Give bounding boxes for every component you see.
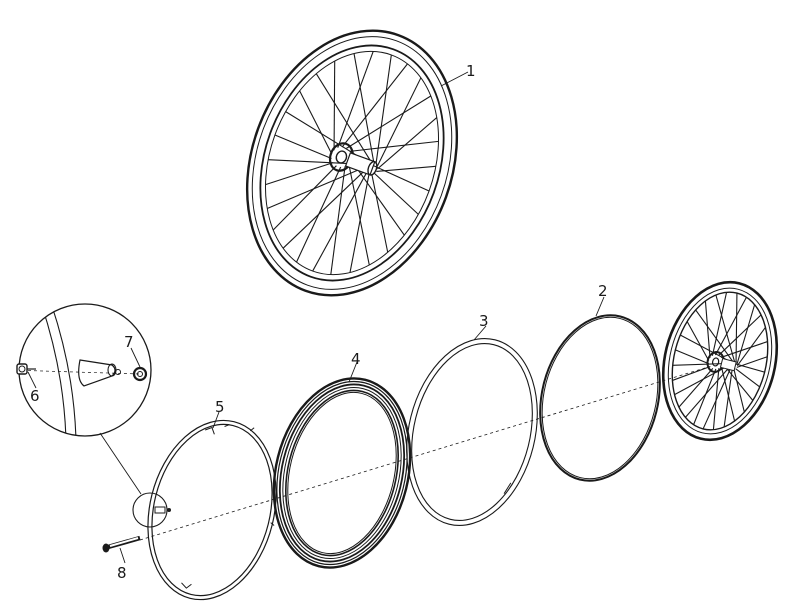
leader-8	[119, 547, 126, 564]
valve-nut-part-6	[16, 363, 36, 375]
callout-2: 2	[598, 282, 608, 300]
spoke	[693, 368, 717, 425]
rim-ring-with-clips	[147, 419, 277, 601]
spoke	[714, 296, 747, 356]
rim-tape-ring	[539, 314, 661, 482]
spoke	[711, 292, 728, 356]
leader-4	[348, 361, 358, 383]
callout-1: 1	[466, 62, 476, 80]
callout-3: 3	[479, 312, 489, 330]
inner-tube-ring	[406, 338, 538, 526]
spoke	[684, 366, 731, 418]
callout-4: 4	[351, 350, 361, 368]
leader-3	[473, 325, 487, 341]
callout-labels: 1 2 3 4 5 6 7 8	[30, 62, 608, 582]
leader-1	[440, 71, 469, 87]
valve-detail-inset	[16, 303, 152, 437]
spoke	[723, 369, 733, 428]
spoke	[377, 117, 438, 170]
spoke	[312, 171, 368, 272]
rear-wheel-rim-assembly	[661, 280, 779, 442]
spoke	[265, 162, 334, 186]
spoke	[735, 368, 761, 388]
spoke	[341, 63, 408, 148]
valve-cap-part-7	[132, 366, 148, 382]
callout-6: 6	[30, 387, 40, 405]
axle-bolt	[102, 535, 141, 553]
leader-7	[130, 347, 141, 368]
spoke	[736, 304, 756, 365]
spoke	[375, 54, 392, 165]
wheel-spokes	[265, 51, 439, 275]
spoke	[718, 314, 762, 356]
callout-7: 7	[124, 333, 134, 351]
spoke	[735, 293, 738, 363]
spoke	[675, 349, 710, 365]
spoke	[678, 368, 714, 408]
leader-5	[212, 411, 220, 429]
spoke	[720, 341, 768, 358]
spoke	[333, 61, 336, 151]
spoke	[704, 300, 711, 358]
spoke	[672, 362, 730, 366]
spoke	[686, 321, 710, 361]
spoke	[299, 90, 333, 155]
spoke	[346, 95, 432, 149]
spoke	[353, 53, 375, 163]
tire	[272, 377, 412, 569]
wheel-hub	[328, 142, 378, 176]
spoke	[282, 169, 367, 249]
spoke	[330, 166, 346, 275]
spoke	[702, 368, 732, 430]
assembly-axis-line	[139, 367, 706, 541]
leader-6	[27, 371, 37, 389]
valve-detail-marker	[99, 432, 171, 528]
spoke	[267, 166, 366, 209]
callout-8: 8	[117, 564, 127, 582]
spoke	[274, 134, 332, 160]
spoke	[349, 173, 370, 273]
spoke	[315, 73, 372, 163]
spoke	[371, 173, 389, 253]
spoke	[272, 165, 337, 231]
spoke	[337, 51, 374, 148]
spoke	[373, 172, 419, 215]
spoke	[349, 140, 439, 152]
spoke	[733, 369, 745, 413]
assembled-wheel	[245, 29, 459, 297]
spoke	[376, 165, 436, 173]
spoke	[715, 294, 736, 362]
spoke	[285, 111, 369, 164]
spoke	[348, 163, 370, 266]
spoke	[720, 366, 736, 422]
spoke	[736, 356, 768, 368]
callout-5: 5	[215, 398, 225, 416]
leader-2	[595, 296, 605, 317]
spoke	[376, 77, 422, 167]
spoke	[350, 159, 405, 236]
rear-wheel-spokes	[672, 292, 768, 430]
spoke	[695, 309, 734, 362]
leader-lines	[27, 71, 605, 564]
spoke	[672, 365, 711, 381]
